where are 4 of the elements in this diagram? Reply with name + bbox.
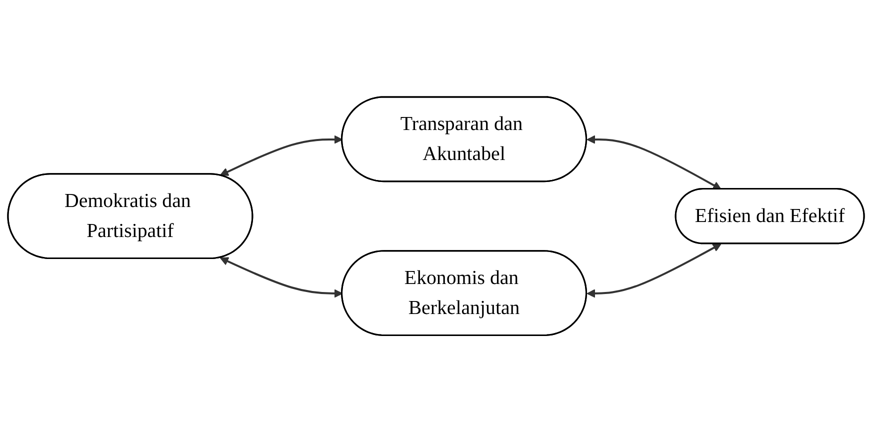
arrow [220,258,343,298]
arrow [220,136,343,176]
arrow [586,244,722,298]
arrow [586,136,722,190]
